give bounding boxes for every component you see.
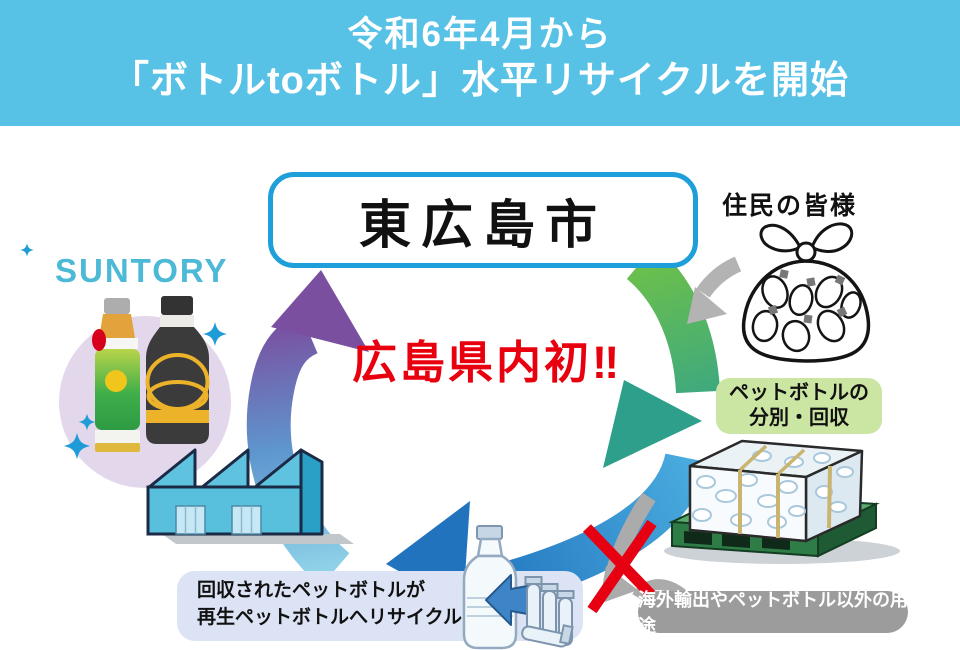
pet-bottle-bale-icon	[664, 439, 900, 564]
city-title: 東広島市	[358, 196, 607, 255]
suntory-logo: SUNTORY	[55, 252, 229, 289]
city-title-box: 東広島市	[268, 172, 698, 268]
recycle-label-text: 回収されたペットボトルが 再生ペットボトルへリサイクル	[197, 577, 462, 631]
header-banner: 令和6年4月から 「ボトルtoボトル」水平リサイクルを開始	[0, 0, 960, 126]
preforms-icon	[521, 576, 575, 648]
first-in-prefecture-label: 広島県内初‼	[352, 337, 623, 388]
export-uses-label: 海外輸出やペットボトル以外の用途	[638, 590, 908, 636]
factory-icon	[146, 448, 354, 544]
recycle-arrow-green	[603, 245, 720, 468]
collection-label-line2: 分別・回収	[749, 407, 849, 429]
collection-label-box: ペットボトルの 分別・回収	[716, 378, 882, 434]
suntory-bottles-icon	[59, 296, 231, 488]
header-line1: 令和6年4月から	[347, 15, 613, 54]
collection-label-line1: ペットボトルの	[729, 382, 869, 404]
recycle-label-line1: 回収されたペットボトルが	[197, 580, 426, 601]
header-line2: 「ボトルtoボトル」水平リサイクルを開始	[111, 60, 849, 102]
recycle-label-line2: 再生ペットボトルへリサイクル	[197, 607, 463, 628]
red-cross-icon	[583, 519, 664, 614]
gray-arrow-residents	[687, 256, 742, 324]
garbage-bag-icon	[741, 222, 871, 363]
residents-label: 住民の皆様	[722, 192, 858, 220]
export-uses-pill: 海外輸出やペットボトル以外の用途	[638, 590, 908, 636]
